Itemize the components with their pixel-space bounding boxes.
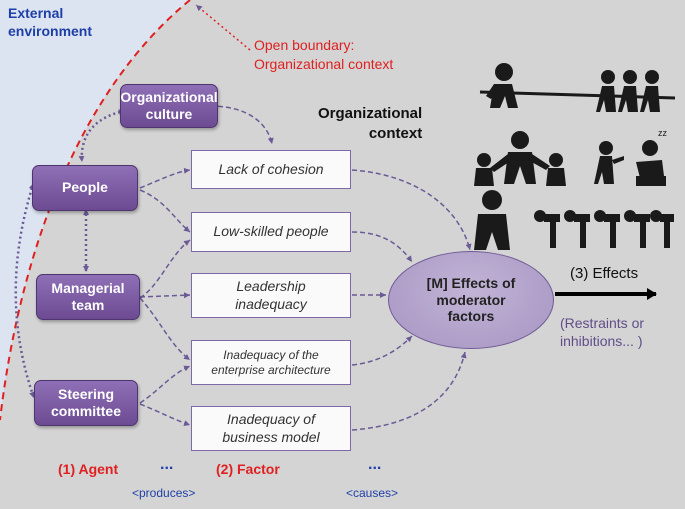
arrow-business-moderator: [351, 351, 467, 431]
legend-dots-1: ...: [160, 456, 174, 473]
effects-label: (3) Effects: [570, 265, 639, 282]
arrow-people-lowskilled: [139, 189, 191, 233]
legend-agent: (1) Agent: [58, 461, 119, 477]
arrow-steering-architecture: [139, 365, 191, 404]
moderator-factors-ellipse: [M] Effects of moderator factors: [388, 251, 554, 349]
arrow-people-cohesion: [139, 167, 191, 189]
arrow-managerial-architecture: [139, 297, 191, 361]
legend-dots-2: ...: [368, 456, 382, 473]
arrow-cohesion-moderator: [351, 169, 472, 251]
organizational-context-label: Organizational context: [318, 105, 423, 142]
legend-factor: (2) Factor: [216, 461, 280, 477]
arrow-steering-business: [139, 403, 191, 426]
open-boundary-line: [0, 0, 191, 421]
svg-text:zz: zz: [658, 128, 668, 138]
agent-people: People: [32, 165, 138, 211]
boundary-pointer-arrow: [195, 4, 251, 51]
external-environment-label: External environment: [8, 5, 93, 39]
factor-enterprise-architecture: Inadequacy of the enterprise architectur…: [191, 340, 351, 385]
agent-managerial-team: Managerial team: [36, 274, 140, 320]
restraints-label: (Restraints or inhibitions... ): [560, 315, 645, 350]
arguing-team-icon: [474, 131, 566, 186]
blaming-icon: [594, 141, 624, 184]
bored-worker-icon: zz: [636, 128, 668, 186]
boss-icon: [474, 190, 510, 250]
legend-produces: <produces>: [132, 486, 196, 500]
factor-leadership-inadequacy: Leadership inadequacy: [191, 273, 351, 318]
tug-of-war-icon: [479, 63, 676, 112]
agent-organizational-culture: Organizational culture: [120, 84, 218, 128]
legend-causes: <causes>: [346, 486, 399, 500]
arrow-culture-cohesion: [209, 105, 274, 145]
arrow-lowskilled-moderator: [351, 231, 413, 263]
agent-steering-committee: Steering committee: [34, 380, 138, 426]
arrow-architecture-moderator: [351, 335, 413, 366]
factor-business-model: Inadequacy of business model: [191, 406, 351, 451]
open-boundary-label: Open boundary: Organizational context: [254, 37, 394, 72]
arrow-managerial-leadership: [139, 292, 191, 299]
factor-low-skilled-people: Low-skilled people: [191, 212, 351, 252]
bowing-workers-icon: [534, 210, 674, 248]
factor-lack-of-cohesion: Lack of cohesion: [191, 150, 351, 189]
